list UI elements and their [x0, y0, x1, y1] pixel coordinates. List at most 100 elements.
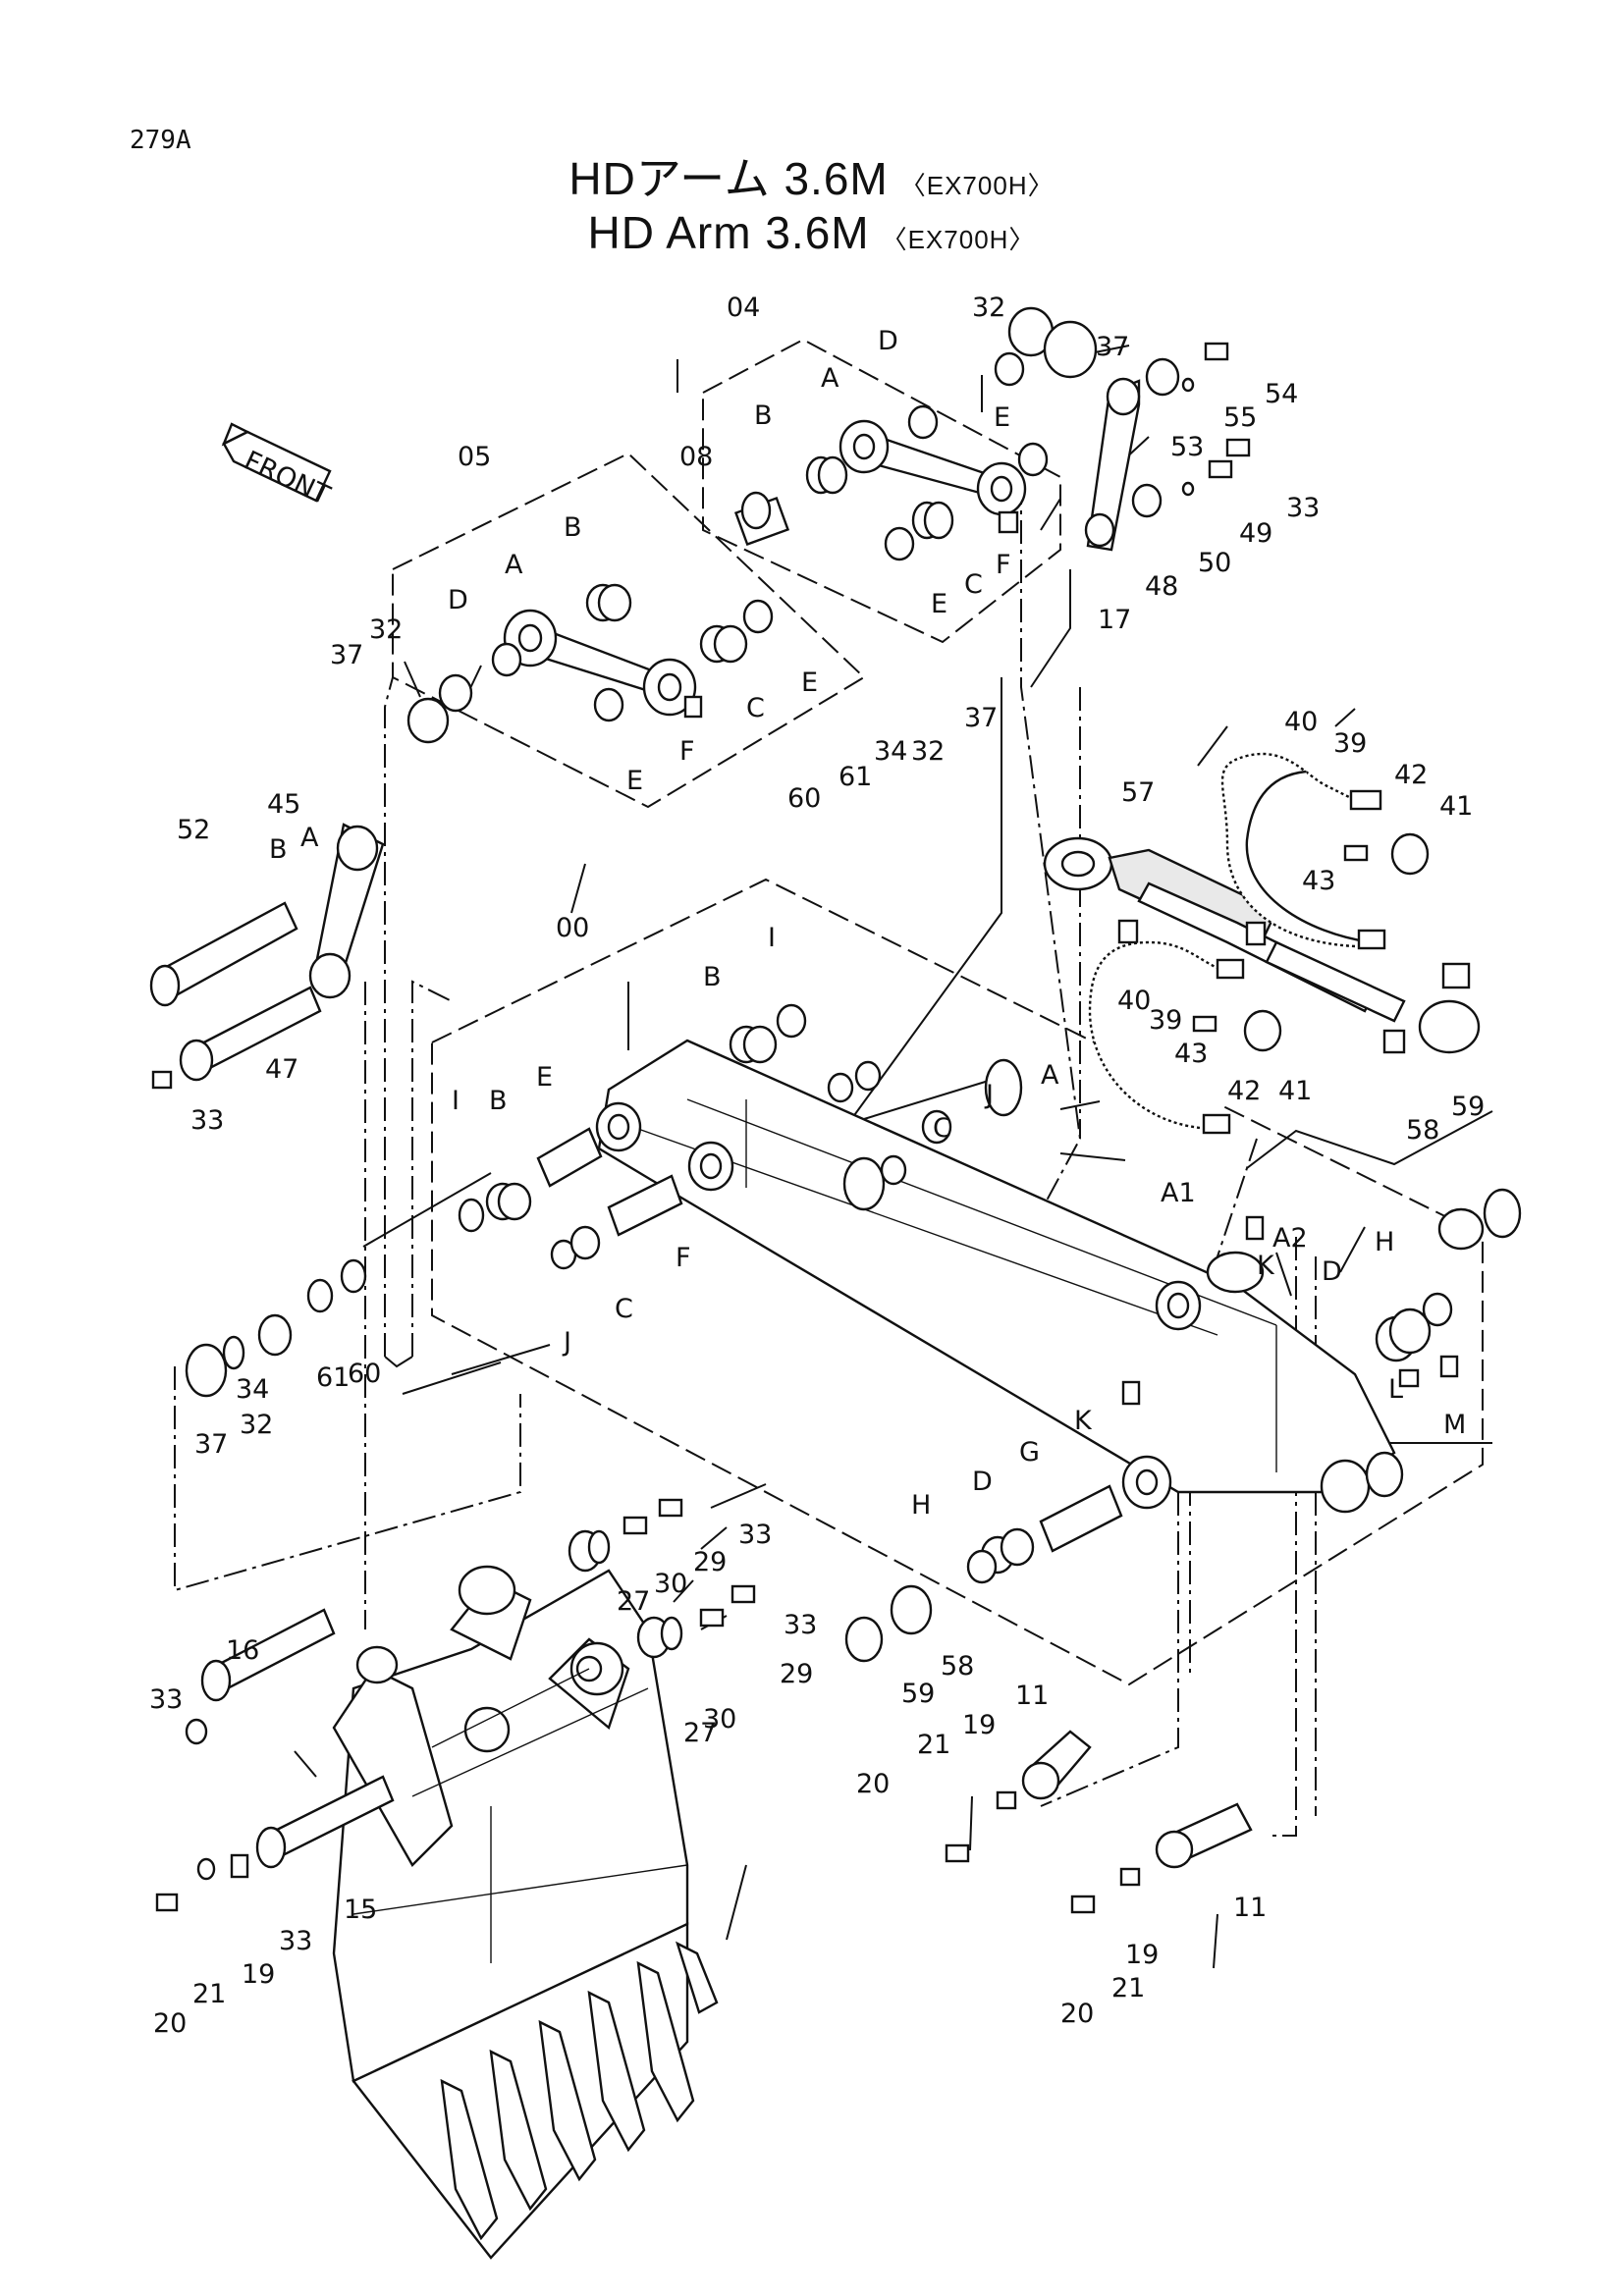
callout-H: H [1375, 1227, 1394, 1257]
callout-50: 50 [1198, 548, 1231, 578]
callout-15: 15 [344, 1895, 377, 1925]
callout-E: E [536, 1062, 553, 1093]
callout-B: B [564, 512, 582, 543]
callout-21: 21 [917, 1730, 950, 1760]
callout-32: 32 [369, 614, 403, 645]
callout-21: 21 [1111, 1973, 1145, 2003]
callout-60: 60 [787, 783, 821, 814]
callout-D: D [1322, 1256, 1342, 1287]
callout-B: B [754, 400, 773, 431]
callout-33: 33 [784, 1610, 817, 1640]
front-direction-arrow: FRONT [221, 422, 335, 511]
callout-61: 61 [316, 1362, 350, 1393]
arm-body [595, 1039, 1404, 1514]
callout-A: A [1041, 1060, 1059, 1091]
callout-G: G [1019, 1437, 1040, 1468]
callout-08: 08 [679, 442, 713, 472]
arm-bushings-left [185, 1003, 1023, 1398]
callout-D: D [448, 585, 468, 615]
callout-59: 59 [901, 1679, 935, 1709]
callout-11: 11 [1015, 1681, 1049, 1711]
callout-55: 55 [1223, 402, 1257, 433]
callout-29: 29 [780, 1659, 813, 1689]
group-04-outline [702, 338, 1061, 644]
callout-43: 43 [1302, 866, 1335, 896]
group-00-outline [431, 878, 1484, 1686]
callout-52: 52 [177, 815, 210, 845]
hoses-40 [1088, 752, 1430, 1135]
callout-39: 39 [1333, 728, 1367, 759]
title-en-text: HD Arm 3.6M [587, 207, 870, 258]
callout-47: 47 [265, 1054, 298, 1085]
callout-C: C [746, 693, 765, 723]
callout-A: A [505, 550, 523, 580]
callout-37: 37 [194, 1429, 228, 1460]
arm-bushings-right [844, 1188, 1522, 1663]
callout-42: 42 [1394, 760, 1428, 790]
callout-33: 33 [738, 1520, 772, 1550]
callout-45: 45 [267, 789, 300, 820]
callout-A2: A2 [1272, 1223, 1308, 1254]
callout-54: 54 [1265, 379, 1298, 409]
callout-32: 32 [972, 293, 1005, 323]
bucket-cylinder-57 [1043, 836, 1481, 1054]
callout-40: 40 [1284, 707, 1318, 737]
callout-F: F [679, 736, 695, 767]
callout-43: 43 [1174, 1039, 1208, 1069]
callout-19: 19 [962, 1710, 996, 1740]
callout-19: 19 [242, 1959, 275, 1990]
title-english: HD Arm 3.6M 〈EX700H〉 [0, 206, 1623, 259]
model-en: 〈EX700H〉 [881, 225, 1036, 254]
callout-05: 05 [458, 442, 491, 472]
bucket [332, 1565, 719, 2260]
callout-20: 20 [153, 2008, 187, 2039]
callout-L: L [1388, 1374, 1403, 1405]
callout-37: 37 [964, 703, 998, 733]
callout-33: 33 [1286, 493, 1320, 523]
callout-32: 32 [240, 1410, 273, 1440]
callout-39: 39 [1149, 1005, 1182, 1036]
link-group-04 [805, 351, 1049, 561]
callout-58: 58 [941, 1651, 974, 1682]
callout-00: 00 [556, 913, 589, 943]
callout-B: B [269, 834, 288, 865]
callout-60: 60 [348, 1359, 381, 1389]
link-group-05 [491, 491, 790, 722]
callout-E: E [994, 402, 1010, 433]
callout-40: 40 [1117, 986, 1151, 1016]
callout-27: 27 [617, 1586, 650, 1617]
callout-57: 57 [1121, 777, 1155, 808]
callout-16: 16 [226, 1635, 259, 1666]
callout-F: F [996, 550, 1011, 580]
link-45-and-pins [149, 673, 473, 1090]
callout-37: 37 [1096, 332, 1129, 362]
callout-04: 04 [727, 293, 760, 323]
callout-59: 59 [1451, 1092, 1485, 1122]
callout-61: 61 [839, 762, 872, 792]
callout-29: 29 [693, 1547, 727, 1577]
callout-32: 32 [911, 736, 945, 767]
callout-C: C [615, 1294, 633, 1324]
bucket-pins [155, 1498, 756, 1912]
callout-19: 19 [1125, 1940, 1159, 1970]
callout-53: 53 [1170, 432, 1204, 462]
callout-17: 17 [1098, 605, 1131, 635]
callout-J: J [984, 1080, 994, 1110]
callout-A: A [821, 363, 839, 394]
callout-42: 42 [1227, 1076, 1261, 1106]
callout-11: 11 [1233, 1893, 1267, 1923]
callout-41: 41 [1278, 1076, 1312, 1106]
callout-33: 33 [279, 1926, 312, 1956]
callout-58: 58 [1406, 1115, 1439, 1146]
callout-D: D [878, 326, 898, 356]
callout-C: C [964, 569, 983, 600]
callout-E: E [801, 667, 818, 698]
callout-A1: A1 [1161, 1178, 1196, 1208]
callout-20: 20 [856, 1769, 890, 1799]
link-plate-17 [1007, 306, 1251, 552]
callout-34: 34 [874, 736, 907, 767]
callout-K: K [1257, 1251, 1275, 1281]
callout-33: 33 [149, 1684, 183, 1715]
pins-11 [945, 1730, 1253, 1914]
